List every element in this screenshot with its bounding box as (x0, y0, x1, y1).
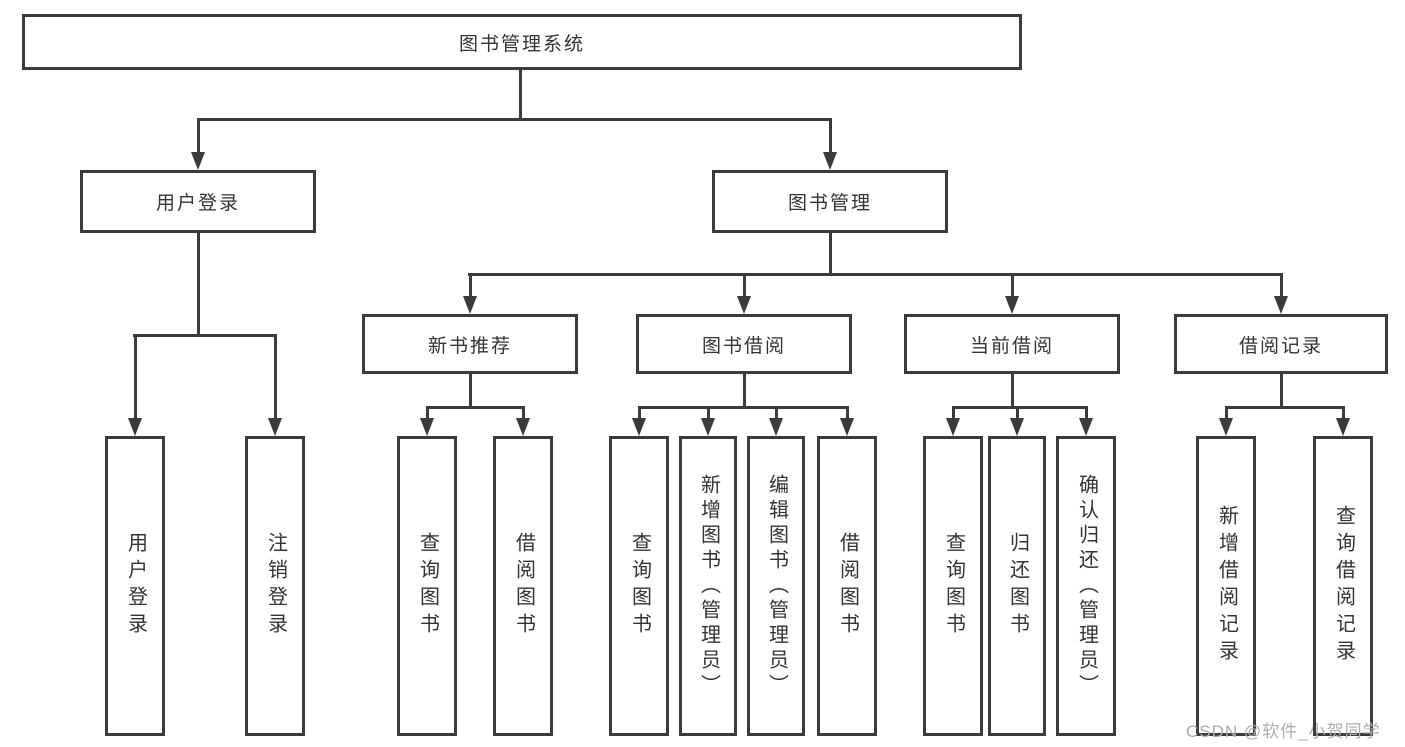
node-leaf-user-login: 用户登录 (105, 436, 165, 736)
arrowhead-user-login (191, 152, 205, 170)
node-borrowing-records: 借阅记录 (1174, 314, 1388, 374)
connector-new-book-rail (426, 406, 525, 409)
connector-user-login-rail (133, 334, 277, 337)
node-leaf-confirm-return-admin: 确认归还（管理员） (1056, 436, 1116, 736)
node-leaf-add-books-admin: 新增图书（管理员） (679, 436, 737, 736)
connector-book-management-rail (468, 273, 1282, 276)
connector-to-new-book-recommend (469, 273, 472, 296)
node-leaf-logout: 注销登录 (245, 436, 305, 736)
connector-to-user-login (197, 118, 200, 153)
connector-current-borrowing-stem (1011, 374, 1014, 406)
connector-to-leaf-edit-books (775, 406, 778, 418)
arrowhead-leaf-borrow-1 (516, 418, 530, 436)
connector-borrowing-records-stem (1280, 374, 1283, 406)
connector-book-management-stem (829, 233, 832, 273)
connector-to-book-management (829, 118, 832, 153)
node-leaf-query-books-3: 查询图书 (923, 436, 983, 736)
connector-to-leaf-borrow-2 (846, 406, 849, 418)
arrowhead-book-management (823, 152, 837, 170)
node-leaf-query-books-2: 查询图书 (609, 436, 669, 736)
arrowhead-borrowing-records (1274, 296, 1288, 314)
node-new-book-recommend: 新书推荐 (362, 314, 578, 374)
arrowhead-leaf-add-books (701, 418, 715, 436)
connector-to-leaf-confirm-return (1085, 406, 1088, 418)
connector-user-login-stem (197, 233, 200, 334)
node-leaf-return-books: 归还图书 (988, 436, 1046, 736)
connector-book-borrowing-stem (743, 374, 746, 406)
arrowhead-leaf-query-3 (946, 418, 960, 436)
arrowhead-leaf-return-books (1010, 418, 1024, 436)
connector-to-leaf-borrow-1 (522, 406, 525, 418)
node-root-system: 图书管理系统 (22, 14, 1022, 70)
csdn-watermark: CSDN @软件_小贺同学 (1186, 722, 1381, 741)
arrowhead-new-book-recommend (463, 296, 477, 314)
node-current-borrowing: 当前借阅 (904, 314, 1120, 374)
arrowhead-book-borrowing (737, 296, 751, 314)
node-leaf-add-borrow-record: 新增借阅记录 (1196, 436, 1256, 736)
connector-root-rail (197, 118, 832, 121)
arrowhead-leaf-user-login (128, 418, 142, 436)
connector-to-borrowing-records (1280, 273, 1283, 296)
connector-to-current-borrowing (1011, 273, 1014, 296)
arrowhead-leaf-logout (268, 418, 282, 436)
arrowhead-leaf-confirm-return (1079, 418, 1093, 436)
arrowhead-leaf-query-2 (632, 418, 646, 436)
arrowhead-leaf-query-1 (420, 418, 434, 436)
node-leaf-query-borrow-record: 查询借阅记录 (1313, 436, 1373, 736)
connector-new-book-stem (469, 374, 472, 406)
node-leaf-borrow-books-2: 借阅图书 (817, 436, 877, 736)
connector-to-leaf-query-2 (638, 406, 641, 418)
connector-to-leaf-add-books (707, 406, 710, 418)
connector-book-borrowing-rail (638, 406, 849, 409)
connector-borrowing-records-rail (1225, 406, 1345, 409)
connector-to-leaf-query-record (1342, 406, 1345, 418)
connector-current-borrowing-rail (952, 406, 1088, 409)
connector-to-leaf-query-3 (952, 406, 955, 418)
node-book-management: 图书管理 (712, 170, 948, 233)
connector-to-book-borrowing (743, 273, 746, 296)
arrowhead-leaf-query-record (1336, 418, 1350, 436)
arrowhead-leaf-edit-books (769, 418, 783, 436)
connector-to-leaf-user-login (134, 334, 137, 418)
arrowhead-leaf-add-record (1219, 418, 1233, 436)
connector-to-leaf-add-record (1225, 406, 1228, 418)
node-leaf-edit-books-admin: 编辑图书（管理员） (747, 436, 805, 736)
node-leaf-borrow-books-1: 借阅图书 (493, 436, 553, 736)
arrowhead-current-borrowing (1005, 296, 1019, 314)
connector-to-leaf-query-1 (426, 406, 429, 418)
connector-to-leaf-return-books (1016, 406, 1019, 418)
connector-root-stem (519, 69, 522, 119)
arrowhead-leaf-borrow-2 (840, 418, 854, 436)
node-leaf-query-books-1: 查询图书 (397, 436, 457, 736)
connector-to-leaf-logout (274, 334, 277, 418)
node-user-login: 用户登录 (80, 170, 316, 233)
node-book-borrowing: 图书借阅 (636, 314, 852, 374)
